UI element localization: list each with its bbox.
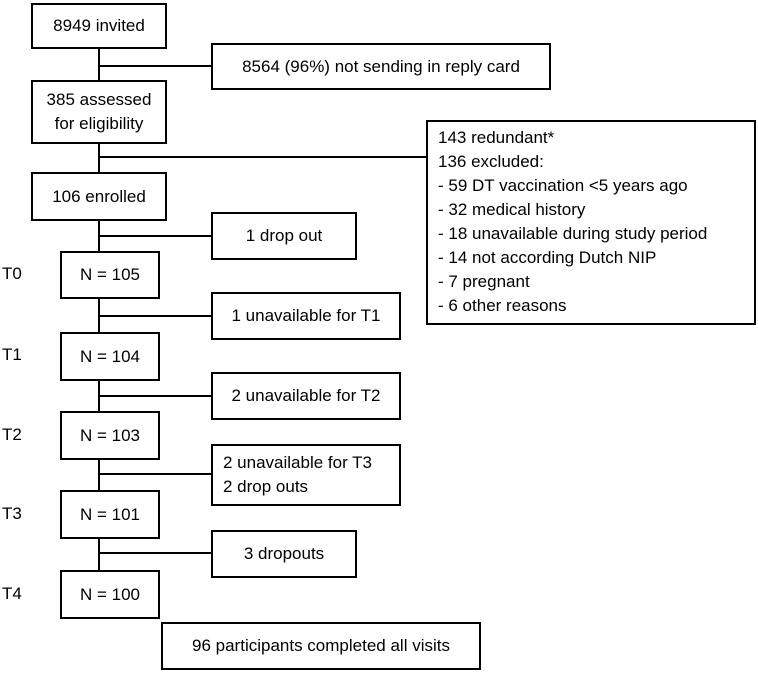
unavail-t1-text: 1 unavailable for T1 [231,306,381,325]
n104-box: N = 104 [60,332,160,381]
excluded-line: - 14 not according Dutch NIP [438,248,657,267]
n101-text: N = 101 [79,504,140,524]
excluded-line: - 7 pregnant [438,272,530,291]
completed-box: 96 participants completed all visits [161,622,481,670]
excluded-line: 143 redundant* [438,128,555,147]
excluded-line: 136 excluded: [438,152,544,171]
unavail-t1-box: 1 unavailable for T1 [211,292,401,340]
excluded-line: - 18 unavailable during study period [438,224,708,243]
excluded-line: - 59 DT vaccination <5 years ago [438,176,688,195]
invited-box: 8949 invited [31,3,167,49]
dropouts3-box: 3 dropouts [211,530,357,578]
n100-box: N = 100 [60,570,160,619]
invited-text: 8949 invited [53,16,145,35]
unavail-t3-text-line1: 2 unavailable for T3 [223,453,373,472]
n103-text: N = 103 [79,425,140,445]
assessed-text-line1: 385 assessed [46,90,152,109]
excluded-box: 143 redundant* 136 excluded: - 59 DT vac… [426,120,756,325]
n101-box: N = 101 [60,490,160,539]
no-reply-text: 8564 (96%) not sending in reply card [242,56,520,76]
enrolled-text: 106 enrolled [52,186,146,206]
completed-text: 96 participants completed all visits [192,636,450,655]
unavail-t3-text-line2: 2 drop outs [223,477,309,496]
dropout1-text: 1 drop out [245,226,323,245]
dropout1-box: 1 drop out [211,212,357,260]
dropouts3-text: 3 dropouts [243,544,325,563]
unavail-t3-box: 2 unavailable for T3 2 drop outs [211,444,401,506]
excluded-line: - 32 medical history [438,200,586,219]
n103-box: N = 103 [60,411,160,460]
timepoint-label-t3: T3 [2,504,22,523]
assessed-box: 385 assessed for eligibility [31,80,167,144]
n104-text: N = 104 [79,346,140,366]
n105-box: N = 105 [60,251,160,299]
timepoint-label-t1: T1 [2,345,22,364]
unavail-t2-text: 2 unavailable for T2 [231,386,381,405]
enrolled-box: 106 enrolled [31,172,167,221]
timepoint-label-t4: T4 [2,584,22,603]
no-reply-box: 8564 (96%) not sending in reply card [211,43,551,90]
n100-text: N = 100 [79,584,140,604]
unavail-t2-box: 2 unavailable for T2 [211,372,401,420]
n105-text: N = 105 [79,265,140,284]
excluded-line: - 6 other reasons [438,296,567,315]
timepoint-label-t2: T2 [2,425,22,444]
assessed-text-line2: for eligibility [54,114,144,133]
timepoint-label-t0: T0 [2,264,22,283]
